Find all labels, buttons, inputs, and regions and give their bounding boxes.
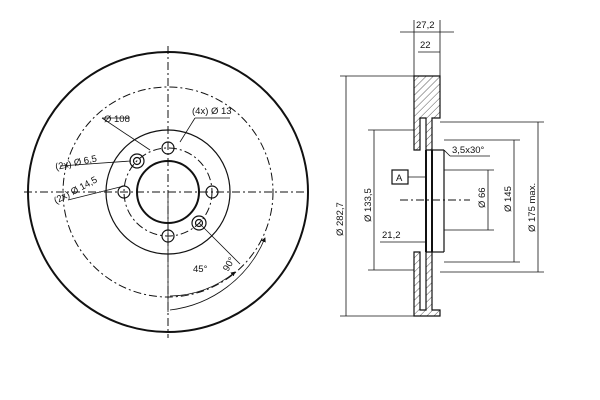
disc-section-upper <box>413 75 441 151</box>
label-chamfer: 3,5x30° <box>452 145 485 156</box>
small-hole-2-inner <box>194 218 204 228</box>
disc-section-lower <box>413 251 441 317</box>
label-width-inner: 22 <box>420 40 431 51</box>
label-offset: 21,2 <box>382 230 401 241</box>
small-hole-1-inner <box>132 156 142 166</box>
small-hole-2-outer <box>191 215 207 231</box>
label-small-hole: (2x) Ø 6,5 <box>54 153 98 173</box>
label-small-hole-outer: (2x) Ø 14,5 <box>52 175 99 207</box>
label-pcd: Ø 108 <box>104 114 130 125</box>
label-angle-45: 45° <box>193 264 208 275</box>
label-datum: A <box>396 173 403 184</box>
front-view: Ø 108 (4x) Ø 13 (2x) Ø 6,5 (2x) Ø 14,5 4… <box>24 46 312 338</box>
label-width-total: 27,2 <box>416 20 435 31</box>
label-hub-face: Ø 145 <box>503 186 514 212</box>
label-outer-diameter: Ø 282,7 <box>335 202 346 236</box>
label-angle-90: 90° <box>221 255 238 273</box>
label-center-bore: Ø 66 <box>477 187 488 208</box>
label-holes: (4x) Ø 13 <box>192 106 232 117</box>
label-max-diameter: Ø 175 max. <box>527 183 538 232</box>
side-view: 27,2 22 3,5x30° A Ø 282,7 Ø 133,5 21,2 Ø… <box>335 20 544 317</box>
label-hub-diameter: Ø 133,5 <box>363 188 374 222</box>
